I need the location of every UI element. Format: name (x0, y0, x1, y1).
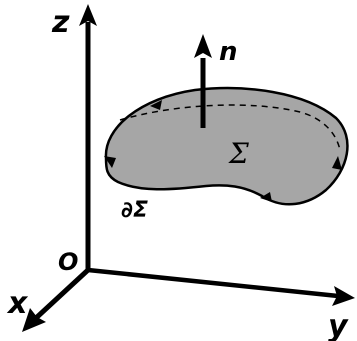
x-axis-label: x (6, 286, 29, 321)
normal-label: n (219, 37, 238, 67)
surface-back-curve (119, 104, 341, 151)
boundary-arrow-left (104, 156, 116, 168)
y-axis-arrowhead (332, 286, 355, 306)
y-axis (87, 267, 355, 306)
normal-vector (194, 34, 212, 128)
origin-label: O (58, 248, 78, 276)
x-axis (22, 268, 90, 332)
boundary-label: ∂Σ (121, 198, 148, 223)
x-axis-arrowhead (22, 308, 46, 332)
boundary-arrow-right (332, 156, 342, 170)
boundary-arrow-bottom (260, 192, 272, 202)
surface-shape (104, 86, 349, 206)
boundary-arrow-top (150, 100, 162, 110)
y-axis-label: y (328, 309, 349, 341)
z-axis-arrowhead (79, 4, 97, 26)
normal-arrowhead (194, 34, 212, 58)
z-axis-label: z (51, 5, 70, 40)
surface-sigma (104, 86, 349, 206)
z-axis (79, 4, 97, 270)
surface-label: Σ (228, 137, 249, 170)
